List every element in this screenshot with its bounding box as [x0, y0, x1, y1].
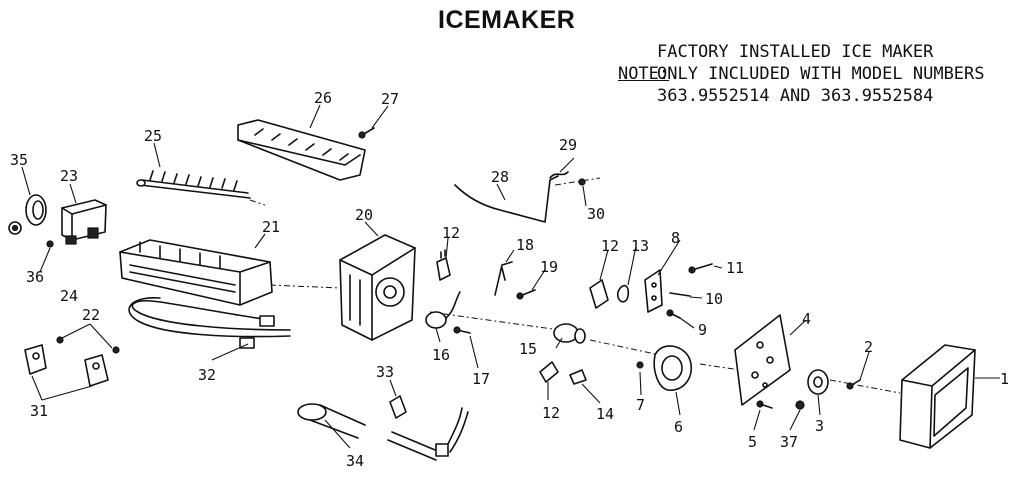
callout-29: 29 [559, 136, 577, 154]
part-7-screw [636, 361, 644, 369]
callout-6: 6 [674, 418, 683, 436]
part-33-connector [389, 395, 407, 419]
part-12-switch-b [589, 279, 609, 309]
callout-9: 9 [698, 321, 707, 339]
callout-28: 28 [491, 168, 509, 186]
callout-37: 37 [780, 433, 798, 451]
part-3-knob [807, 369, 829, 395]
part-25-stripper-fingers [136, 170, 251, 199]
axis-fingers [249, 199, 266, 206]
callout-10: 10 [705, 290, 723, 308]
part-2-screw [846, 379, 861, 390]
factory-note: NOTE: FACTORY INSTALLED ICE MAKER ONLY I… [577, 41, 985, 173]
callout-17: 17 [472, 370, 490, 388]
axis-rod [554, 177, 601, 186]
callout-32: 32 [198, 366, 216, 384]
part-18-shutoff-arm [494, 261, 513, 296]
callout-26: 26 [314, 89, 332, 107]
part-14-cam [569, 369, 587, 385]
part-29-spring [549, 171, 569, 179]
callout-12-b: 12 [601, 237, 619, 255]
part-4-mounting-plate [734, 314, 791, 406]
callout-15: 15 [519, 340, 537, 358]
part-10-pin [669, 292, 691, 297]
part-15-motor-coupling [553, 323, 586, 344]
callout-3: 3 [815, 417, 824, 435]
callout-22: 22 [82, 306, 100, 324]
part-34-fill-tube [297, 403, 366, 439]
part-11-screw [688, 263, 713, 274]
part-wire-harness [387, 407, 469, 461]
part-12-switch-c [539, 361, 559, 383]
part-31-brackets [24, 344, 109, 387]
callout-24: 24 [60, 287, 78, 305]
callout-33: 33 [376, 363, 394, 381]
callout-13: 13 [631, 237, 649, 255]
note-line-1: FACTORY INSTALLED ICE MAKER [657, 42, 934, 62]
callout-4: 4 [802, 310, 811, 328]
callout-18: 18 [516, 236, 534, 254]
callout-27: 27 [381, 90, 399, 108]
part-37-nut [795, 400, 805, 410]
leader-lines [21, 104, 1000, 449]
part-6-motor [653, 345, 692, 391]
note-line-3: 363.9552514 AND 363.9552584 [657, 86, 934, 106]
callout-21: 21 [262, 218, 280, 236]
callout-11: 11 [726, 259, 744, 277]
part-19-screw [516, 289, 536, 300]
callout-19: 19 [540, 258, 558, 276]
part-28-shutoff-rod [454, 175, 559, 223]
part-1-cover [899, 344, 976, 449]
part-17-screw [453, 326, 471, 334]
part-35-ring [25, 194, 47, 226]
callout-12-c: 12 [542, 404, 560, 422]
part-22-screws [56, 336, 120, 354]
part-23-mold-heater-switch [61, 199, 107, 245]
callout-23: 23 [60, 167, 78, 185]
callout-20: 20 [355, 206, 373, 224]
part-36-nut [8, 221, 22, 235]
callout-34: 34 [346, 452, 364, 470]
callout-1: 1 [1000, 370, 1009, 388]
part-13-lever [616, 284, 630, 303]
part-27-screw [358, 127, 375, 139]
callout-5: 5 [748, 433, 757, 451]
part-20-housing [339, 234, 416, 341]
callout-12-a: 12 [442, 224, 460, 242]
part-32-heater [128, 297, 291, 349]
callout-14: 14 [596, 405, 614, 423]
callout-8: 8 [671, 229, 680, 247]
part-26-ejector [237, 119, 366, 181]
note-label: NOTE: [617, 64, 670, 84]
part-9-screw [666, 309, 681, 319]
part-30-clip [578, 178, 586, 186]
assembly-axis [269, 284, 901, 394]
diagram-title: ICEMAKER [438, 6, 576, 34]
callout-31: 31 [30, 402, 48, 420]
callout-2: 2 [864, 338, 873, 356]
note-line-2: ONLY INCLUDED WITH MODEL NUMBERS [657, 64, 985, 84]
callout-7: 7 [636, 396, 645, 414]
callout-16: 16 [432, 346, 450, 364]
part-12-switch-a [436, 249, 451, 281]
part-8-switch [644, 269, 663, 313]
part-5-screw [756, 400, 773, 409]
callout-36: 36 [26, 268, 44, 286]
part-21-mold-assembly [119, 239, 273, 306]
part-16-thermostat [425, 291, 461, 329]
part-24-screw [46, 240, 54, 248]
callout-30: 30 [587, 205, 605, 223]
callout-25: 25 [144, 127, 162, 145]
callout-35: 35 [10, 151, 28, 169]
